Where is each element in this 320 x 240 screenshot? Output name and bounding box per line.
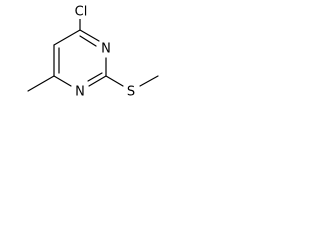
- atom-label-chlorine: Cl: [75, 5, 88, 20]
- bond-n3-c4: [79, 29, 100, 42]
- bond-c4-c5: [53, 29, 81, 46]
- bond-n3-c4-inner: [79, 35, 97, 47]
- pyrimidine-structure-diagram: Cl N N S: [27, 5, 159, 100]
- bond-n1-c2-inner: [87, 72, 103, 82]
- bond-c6-n1: [53, 75, 72, 87]
- atom-label-nitrogen-bottom: N: [75, 85, 85, 100]
- bond-n1-c2: [88, 75, 107, 87]
- bond-s-methyl: [139, 75, 159, 87]
- bond-c2-s: [105, 75, 124, 87]
- atom-label-nitrogen-top: N: [101, 42, 111, 57]
- atom-label-sulfur: S: [127, 85, 135, 100]
- bond-c6-methyl: [27, 75, 55, 92]
